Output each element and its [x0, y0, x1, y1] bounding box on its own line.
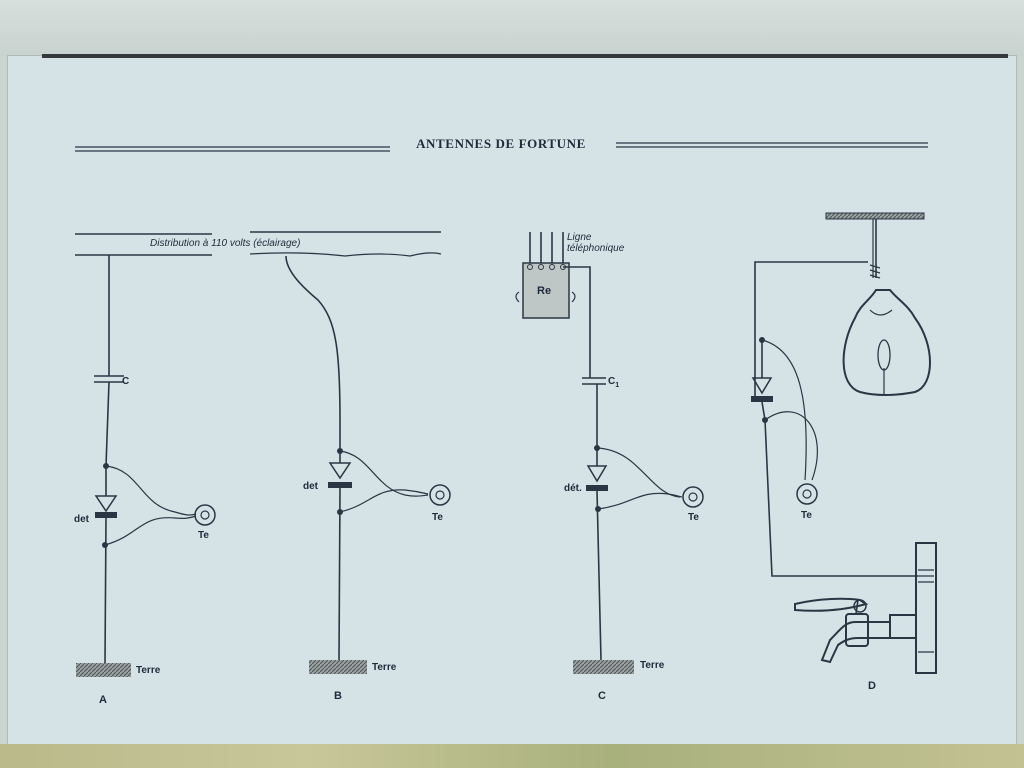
ceiling-icon — [825, 212, 925, 220]
title-rule-right — [616, 142, 928, 148]
water-tap-icon — [794, 542, 937, 674]
figure-a-label: A — [99, 694, 107, 706]
ground-a-label: Terre — [136, 665, 161, 676]
detector-c-label: dét. — [564, 483, 582, 494]
capacitor-c-label: C1 — [608, 376, 620, 389]
phone-line-label-2: téléphonique — [567, 243, 625, 254]
page-top-edge — [42, 54, 1008, 58]
phone-line-label-1: Ligne — [567, 232, 592, 243]
ground-a-icon — [76, 663, 131, 677]
title-rule-left — [75, 146, 390, 152]
distribution-lines — [75, 231, 442, 257]
relay-box-label: Re — [537, 285, 552, 297]
figure-d-label: D — [868, 680, 876, 692]
distribution-line-label: Distribution à 110 volts (éclairage) — [150, 238, 301, 249]
circuit-b — [285, 255, 451, 674]
ground-b-icon — [309, 660, 367, 674]
figure-b-label: B — [334, 690, 342, 702]
phone-d-label: Te — [801, 510, 812, 521]
phone-c-label: Te — [688, 512, 699, 523]
lamp-shade-icon — [842, 289, 931, 396]
light-bulb-icon — [877, 339, 891, 371]
document-page — [8, 56, 1016, 748]
capacitor-a-label: C — [122, 376, 130, 387]
circuit-d — [751, 212, 937, 674]
detector-a-label: det — [74, 514, 89, 525]
ground-c-icon — [573, 660, 634, 674]
ground-c-label: Terre — [640, 660, 665, 671]
circuit-c — [515, 232, 704, 674]
phone-b-label: Te — [432, 512, 443, 523]
detector-b-label: det — [303, 481, 318, 492]
phone-a-label: Te — [198, 530, 209, 541]
page-title: ANTENNES DE FORTUNE — [416, 136, 586, 151]
relay-box-icon — [522, 262, 570, 319]
background-wall — [0, 0, 1024, 56]
table-surface — [0, 744, 1024, 768]
ground-b-label: Terre — [372, 662, 397, 673]
figure-c-label: C — [598, 690, 606, 702]
circuit-a — [76, 255, 216, 677]
